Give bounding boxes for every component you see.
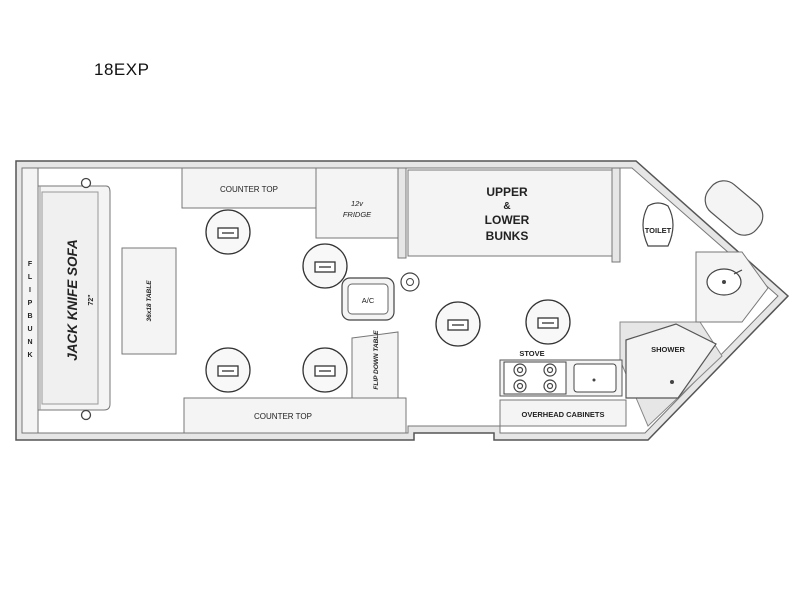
fishing-hole (435, 301, 481, 347)
fixture-circle (80, 177, 92, 189)
svg-text:FRIDGE: FRIDGE (343, 210, 372, 219)
counter-top-upper: COUNTER TOP (181, 167, 317, 209)
fixture-circle (80, 409, 92, 421)
sofa-label: JACK KNIFE SOFA (65, 239, 80, 361)
svg-text:A/C: A/C (362, 296, 375, 305)
jack-knife-sofa: JACK KNIFE SOFA 72" (37, 177, 111, 421)
flip-bunk-label: F L I P B U N K (27, 261, 32, 359)
vent-fixture (400, 272, 420, 292)
svg-text:I: I (29, 287, 31, 294)
svg-text:UPPER: UPPER (486, 185, 528, 199)
svg-text:OVERHEAD CABINETS: OVERHEAD CABINETS (522, 410, 605, 419)
dining-table: 36x18 TABLE (121, 247, 177, 355)
svg-text:U: U (27, 326, 32, 333)
stove (503, 361, 567, 395)
vanity-sink (695, 180, 769, 323)
svg-text:36x18 TABLE: 36x18 TABLE (146, 280, 153, 322)
fishing-holes (205, 209, 571, 393)
svg-text:K: K (27, 352, 32, 359)
svg-text:LOWER: LOWER (485, 213, 530, 227)
counter-top-lower: COUNTER TOP (183, 397, 407, 434)
fishing-hole (302, 347, 348, 393)
svg-text:&: & (503, 201, 510, 212)
fridge: 12v FRIDGE (315, 167, 399, 239)
svg-text:BUNKS: BUNKS (486, 229, 529, 243)
svg-text:SHOWER: SHOWER (651, 345, 685, 354)
svg-text:F: F (28, 261, 33, 268)
toilet: TOILET (642, 202, 674, 247)
fishing-hole (205, 347, 251, 393)
partition-wall (397, 167, 407, 259)
fishing-hole (302, 243, 348, 289)
svg-text:N: N (27, 339, 32, 346)
shower: SHOWER (625, 323, 717, 399)
overhead-cabinets: OVERHEAD CABINETS (499, 399, 627, 427)
svg-text:12v: 12v (351, 199, 364, 208)
bathroom-wall (611, 167, 621, 263)
svg-text:FLIP DOWN TABLE: FLIP DOWN TABLE (373, 330, 380, 390)
svg-text:COUNTER TOP: COUNTER TOP (220, 185, 278, 194)
svg-text:COUNTER TOP: COUNTER TOP (254, 412, 312, 421)
svg-text:P: P (28, 300, 33, 307)
sofa-length-label: 72" (88, 294, 95, 305)
flip-down-table: FLIP DOWN TABLE (351, 330, 399, 399)
ac-unit: A/C (341, 277, 395, 321)
fishing-hole (525, 299, 571, 345)
svg-text:L: L (28, 274, 33, 281)
fishing-hole (205, 209, 251, 255)
upper-lower-bunks: UPPER & LOWER BUNKS (407, 169, 613, 257)
kitchen-sink (573, 363, 617, 393)
kitchen-counter: STOVE (499, 349, 623, 397)
svg-text:TOILET: TOILET (645, 226, 672, 235)
stove-label: STOVE (519, 349, 544, 358)
model-title: 18EXP (94, 60, 150, 79)
svg-text:B: B (27, 313, 32, 320)
